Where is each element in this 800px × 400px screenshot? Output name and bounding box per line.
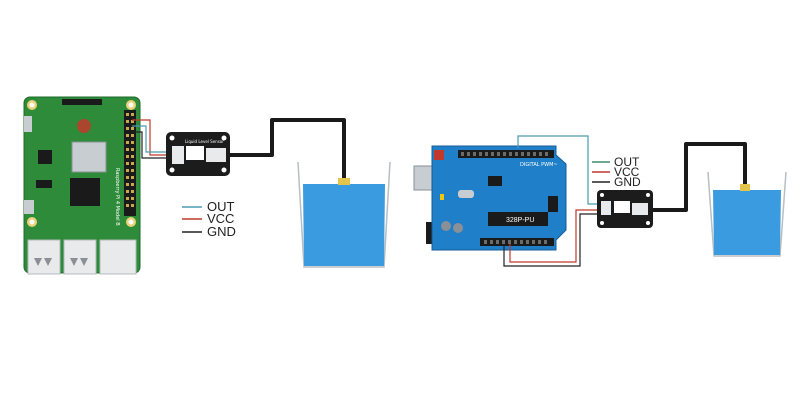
right-sensor-cable (653, 142, 747, 212)
right-wires (503, 135, 600, 267)
left-sensor-module: Liquid Level Sensor (166, 132, 230, 176)
left-module-text: Liquid Level Sensor (185, 139, 224, 144)
left-legend-vcc-label: VCC (207, 211, 234, 226)
left-legend: OUT VCC GND (182, 199, 236, 239)
right-water-container (707, 171, 787, 257)
arduino-board: 328P-PU DIGITAL PWM~ (413, 145, 567, 251)
left-sensor-cable (230, 118, 346, 182)
left-legend-gnd-label: GND (207, 224, 236, 239)
right-legend: OUT VCC GND (592, 155, 641, 189)
left-wires (132, 119, 170, 159)
pi-board-text: Raspberry Pi 4 Model B (114, 168, 120, 226)
arduino-chip-label: 328P-PU (506, 217, 534, 224)
left-water-container (297, 161, 391, 268)
right-sensor-module (597, 190, 653, 228)
right-legend-out-label: OUT (614, 155, 640, 169)
raspberry-pi-board: Raspberry Pi 4 Model B (23, 96, 141, 275)
arduino-board-text: DIGITAL PWM~ (520, 162, 558, 168)
left-legend-out-label: OUT (207, 199, 235, 214)
right-legend-gnd-label: GND (614, 175, 641, 189)
right-legend-vcc-label: VCC (614, 165, 640, 179)
